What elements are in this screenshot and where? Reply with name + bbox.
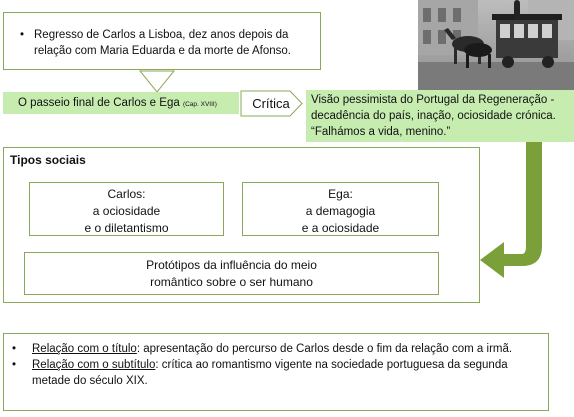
tram-photo bbox=[418, 0, 574, 90]
relacoes-box: Relação com o título: apresentação do pe… bbox=[3, 333, 549, 411]
ega-box: Ega: a demagogia e a ociosidade bbox=[242, 182, 439, 236]
passeio-title: O passeio final de Carlos e Ega bbox=[18, 97, 180, 109]
passeio-cap: (Cap. XVIII) bbox=[182, 101, 217, 108]
carlos-name: Carlos: bbox=[107, 187, 146, 201]
intro-box: Regresso de Carlos a Lisboa, dez anos de… bbox=[3, 12, 321, 70]
prototipos-line-1: Protótipos da influência do meio bbox=[146, 258, 317, 272]
ega-trait-1: a demagogia bbox=[305, 204, 376, 218]
carlos-box: Carlos: a ociosidade e o diletantismo bbox=[29, 182, 224, 236]
tipos-sociais-box: Tipos sociais Carlos: a ociosidade e o d… bbox=[3, 147, 480, 303]
intro-list: Regresso de Carlos a Lisboa, dez anos de… bbox=[14, 27, 310, 59]
relacao-subtitulo-label: Relação com o subtítulo bbox=[32, 359, 156, 371]
prototipos-box: Protótipos da influência do meio românti… bbox=[24, 252, 439, 295]
critica-text-box: Visão pessimista do Portugal da Regenera… bbox=[306, 90, 574, 142]
ega-trait-2: e a ociosidade bbox=[301, 221, 380, 235]
relacao-subtitulo-item: Relação com o subtítulo: crítica ao roma… bbox=[6, 357, 538, 389]
intro-item: Regresso de Carlos a Lisboa, dez anos de… bbox=[14, 27, 310, 59]
relacao-titulo-text: : apresentação do percurso de Carlos des… bbox=[136, 343, 513, 355]
relacao-subtitulo-text: : crítica ao romantismo vigente na socie… bbox=[32, 359, 508, 387]
curved-arrow-icon bbox=[480, 142, 542, 278]
ega-name: Ega: bbox=[328, 187, 353, 201]
relacoes-list: Relação com o título: apresentação do pe… bbox=[6, 341, 538, 389]
relacao-titulo-label: Relação com o título bbox=[32, 343, 137, 355]
tipos-heading: Tipos sociais bbox=[10, 153, 86, 167]
carlos-trait-2: e o diletantismo bbox=[84, 221, 169, 235]
critica-label: Crítica bbox=[252, 96, 290, 111]
right-arrow-icon bbox=[240, 90, 303, 117]
passeio-box: O passeio final de Carlos e Ega (Cap. XV… bbox=[3, 92, 239, 114]
prototipos-line-2: romântico sobre o ser humano bbox=[150, 275, 313, 289]
carlos-trait-1: a ociosidade bbox=[92, 204, 161, 218]
critica-text: Visão pessimista do Portugal da Regenera… bbox=[311, 94, 556, 138]
relacao-titulo-item: Relação com o título: apresentação do pe… bbox=[6, 341, 538, 357]
down-arrow-icon bbox=[138, 70, 176, 93]
